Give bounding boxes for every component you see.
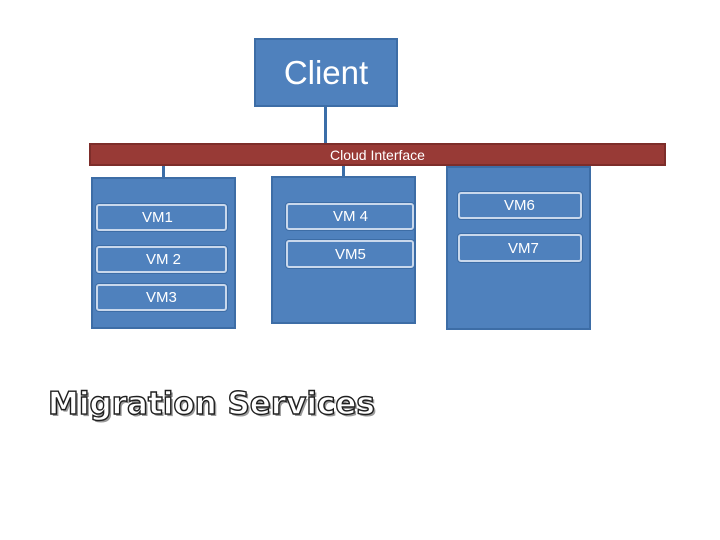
cloud-interface-bar: Cloud Interface xyxy=(89,143,666,166)
vm-4: VM 4 xyxy=(286,203,414,230)
vm-3: VM3 xyxy=(96,284,227,311)
client-connector xyxy=(324,107,327,144)
host-2-connector xyxy=(342,165,345,177)
vm-5: VM5 xyxy=(286,240,414,268)
vm-label: VM 2 xyxy=(146,251,182,268)
diagram-title: Migration Services xyxy=(47,385,375,422)
vm-7: VM7 xyxy=(458,234,582,262)
vm-label: VM7 xyxy=(508,239,539,257)
cloud-interface-label: Cloud Interface xyxy=(330,146,425,163)
vm-label: VM 4 xyxy=(333,208,369,225)
vm-label: VM3 xyxy=(146,289,177,306)
vm-label: VM1 xyxy=(142,209,173,226)
host-1-connector xyxy=(162,165,165,178)
vm-1: VM1 xyxy=(96,204,227,231)
vm-6: VM6 xyxy=(458,192,582,219)
client-node: Client xyxy=(254,38,398,107)
vm-label: VM6 xyxy=(504,197,535,214)
client-label: Client xyxy=(283,53,369,91)
vm-2: VM 2 xyxy=(96,246,227,273)
vm-label: VM5 xyxy=(335,245,366,263)
